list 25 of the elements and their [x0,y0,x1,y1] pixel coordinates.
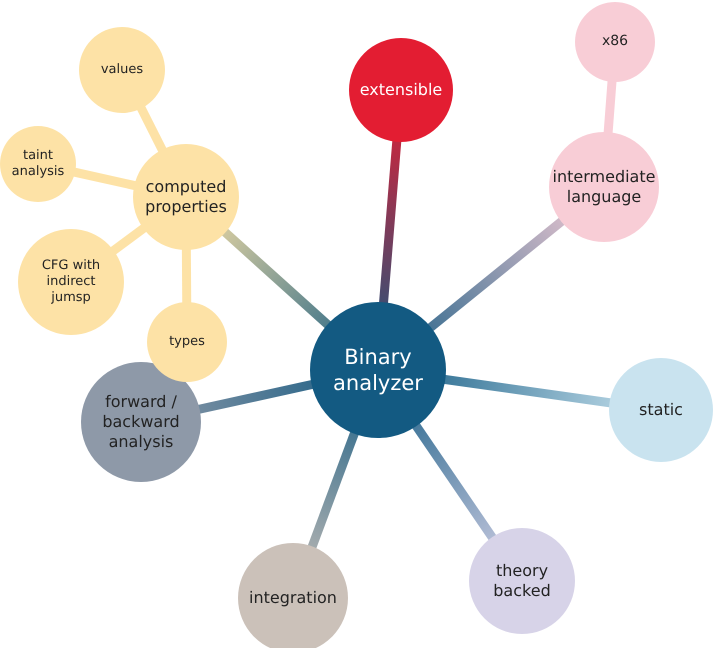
branch-connector [73,168,136,190]
topic-label: types [169,334,205,350]
branch-connector [136,105,167,153]
branch-connector [198,380,314,414]
topic-label: values [100,62,144,78]
topic-label: CFG with indirect jumsp [40,258,102,306]
branch-connector [412,422,496,541]
topic-label: integration [249,588,337,608]
branch-connector [604,80,617,134]
branch-connector [222,228,332,328]
branch-connector [444,374,612,408]
branch-connector [308,431,359,549]
topic-label: computed properties [144,177,228,217]
topic-label: Binary analyzer [332,344,424,396]
topic-label: theory backed [492,561,552,601]
branch-connector [110,224,147,255]
topic-label: forward / backward analysis [101,392,181,452]
topic-label: taint analysis [10,148,66,180]
branch-connector [427,217,565,332]
topic-label: static [639,400,683,420]
branch-connector [379,140,402,304]
topic-label: x86 [602,33,628,51]
branch-connector [182,248,192,304]
topic-label: extensible [360,80,442,100]
topic-label: intermediate language [552,167,656,207]
